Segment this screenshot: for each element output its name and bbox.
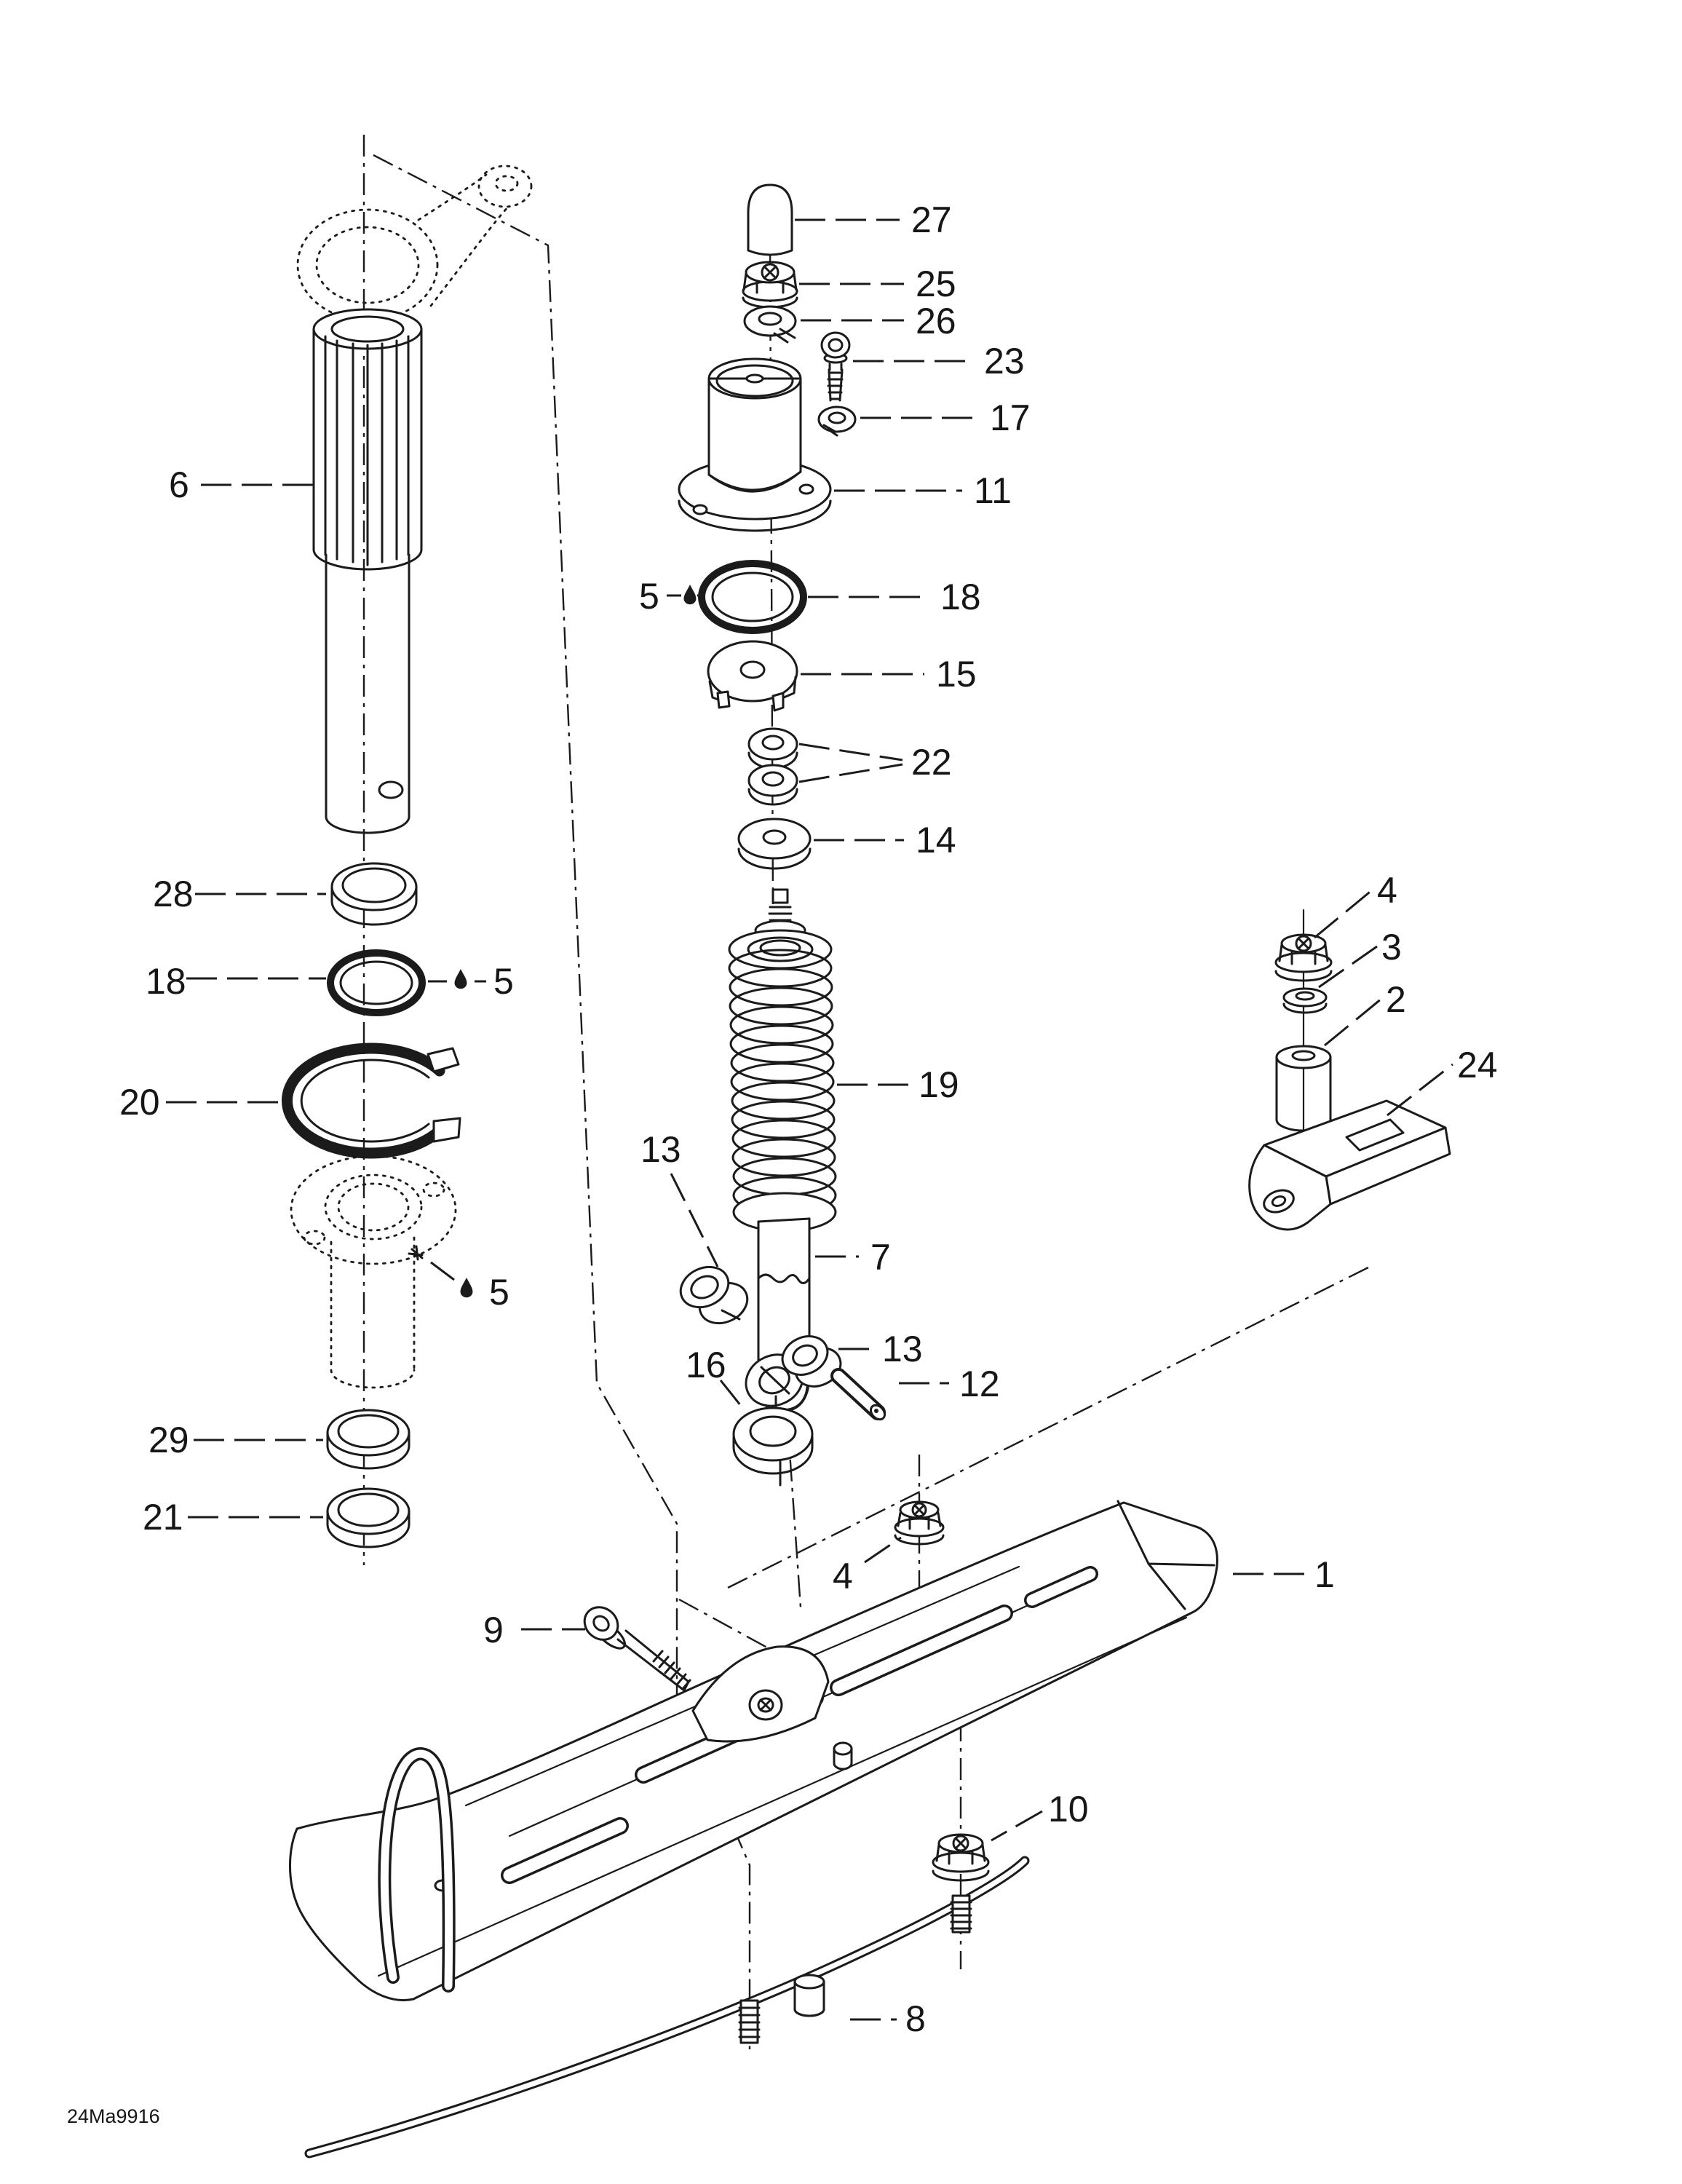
part-o-ring-left [327, 949, 426, 1016]
ski-handle-loop [378, 1747, 456, 1993]
part-flanged-cup [678, 357, 832, 532]
callout-14: 14 [916, 820, 956, 860]
part-coil-spring-shock [728, 888, 837, 1379]
callout-9: 9 [483, 1610, 504, 1650]
part-ski-leg [312, 308, 423, 834]
callout-26: 26 [916, 301, 956, 341]
grease-drop-icons [454, 585, 697, 1298]
callout-13-left: 13 [640, 1129, 681, 1170]
callout-23: 23 [984, 341, 1025, 381]
runner-spacer [793, 1974, 825, 2017]
part-lock-washer-top [743, 305, 797, 344]
part-pivot-pin [830, 1368, 886, 1421]
callout-27: 27 [911, 199, 952, 240]
part-lock-washer-screw [817, 405, 857, 437]
callout-21: 21 [143, 1497, 183, 1538]
callout-24: 24 [1457, 1045, 1498, 1085]
callout-11: 11 [974, 470, 1012, 511]
callout-2: 2 [1386, 979, 1406, 1020]
leader-lines [166, 218, 1453, 2021]
callout-18-center: 18 [940, 577, 981, 617]
callout-19: 19 [919, 1064, 959, 1105]
part-tabbed-cap [707, 640, 798, 712]
part-o-ring-center [698, 560, 807, 634]
callout-5-housing: 5 [489, 1272, 509, 1313]
part-hex-bolt [583, 1606, 691, 1692]
part-lock-nut-top [742, 261, 798, 309]
part-flange-nut-ski [894, 1500, 945, 1546]
callout-6: 6 [169, 464, 189, 505]
part-socket-screw [820, 331, 851, 402]
callout-17: 17 [990, 397, 1031, 438]
callout-16: 16 [686, 1345, 726, 1385]
callout-labels: 27 25 26 23 17 11 5 18 15 22 14 19 7 13 … [119, 199, 1498, 2039]
drawing-code: 24Ma9916 [67, 2105, 160, 2127]
callout-5-top: 5 [639, 576, 659, 617]
part-bushing-bracket [1275, 1045, 1332, 1132]
part-rubber-cap [747, 183, 793, 256]
part-seal-ring [732, 1395, 814, 1487]
part-runner [304, 1856, 1030, 2159]
callout-8: 8 [905, 1998, 926, 2039]
callout-7: 7 [870, 1237, 891, 1278]
callout-1: 1 [1314, 1554, 1335, 1595]
callout-4-bracket: 4 [1377, 870, 1397, 911]
callout-5-left: 5 [493, 961, 514, 1002]
part-ski [289, 1500, 1218, 2001]
callout-13-right: 13 [882, 1329, 923, 1369]
part-flange-nut-bracket [1274, 933, 1333, 982]
runner-stud-rear [950, 1894, 972, 1934]
callout-28: 28 [153, 874, 194, 914]
callout-22: 22 [911, 742, 952, 783]
phantom-housing [290, 1155, 457, 1389]
callout-3: 3 [1381, 927, 1402, 968]
callout-12: 12 [959, 1364, 1000, 1404]
phantom-wrench-tool [296, 165, 533, 322]
part-flange-nut-runner [932, 1833, 990, 1882]
part-stop-bracket [1248, 1099, 1451, 1231]
callout-29: 29 [148, 1420, 189, 1460]
ski-saddle [434, 1645, 853, 1892]
bracket-stack [1248, 909, 1451, 1231]
callout-25: 25 [916, 264, 956, 304]
callout-20: 20 [119, 1082, 160, 1123]
part-bushing-left [679, 1265, 749, 1325]
part-c-ring [281, 1042, 461, 1159]
part-ring-upper [330, 862, 418, 926]
part-washer-bracket [1282, 987, 1328, 1014]
part-bushing-right [781, 1335, 842, 1388]
callout-15: 15 [936, 654, 977, 695]
runner-stud-front [738, 1999, 761, 2044]
part-flat-washer [737, 818, 812, 870]
part-washer-pair [747, 727, 798, 806]
part-ring-lower [326, 1409, 410, 1470]
callout-18-left: 18 [146, 961, 186, 1002]
callout-10: 10 [1048, 1789, 1089, 1829]
callout-4-ski: 4 [833, 1556, 853, 1597]
part-ring-bottom [326, 1487, 410, 1548]
